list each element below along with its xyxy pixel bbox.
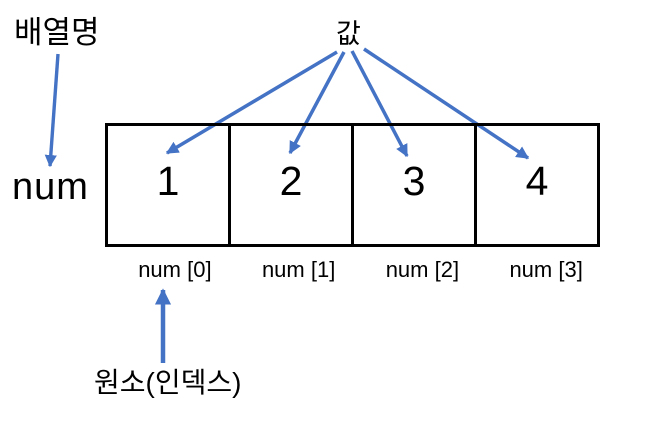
cell-value-0: 1 bbox=[156, 157, 180, 204]
element-index-label: 원소(인덱스) bbox=[94, 367, 242, 398]
array-name-label: 배열명 bbox=[14, 15, 100, 50]
cell-value-2: 3 bbox=[402, 157, 426, 204]
array-cell-0: 1 bbox=[108, 126, 231, 244]
cell-value-1: 2 bbox=[279, 157, 303, 204]
arrow-array-name-to-num bbox=[44, 53, 60, 168]
index-label-1: num [1] bbox=[261, 257, 336, 282]
value-label: 값 bbox=[336, 19, 361, 49]
cell-value-3: 4 bbox=[525, 157, 549, 204]
array-variable-name: num bbox=[12, 166, 89, 208]
array-cell-1: 2 bbox=[231, 126, 354, 244]
index-label-2: num [2] bbox=[385, 257, 460, 282]
index-label-3: num [3] bbox=[509, 257, 583, 282]
array-box: 1 2 3 4 bbox=[105, 123, 600, 247]
index-labels-row: num [0] num [1] num [2] num [3] bbox=[113, 257, 608, 283]
index-label-0: num [0] bbox=[138, 257, 212, 282]
array-cell-2: 3 bbox=[354, 126, 477, 244]
array-cell-3: 4 bbox=[477, 126, 597, 244]
